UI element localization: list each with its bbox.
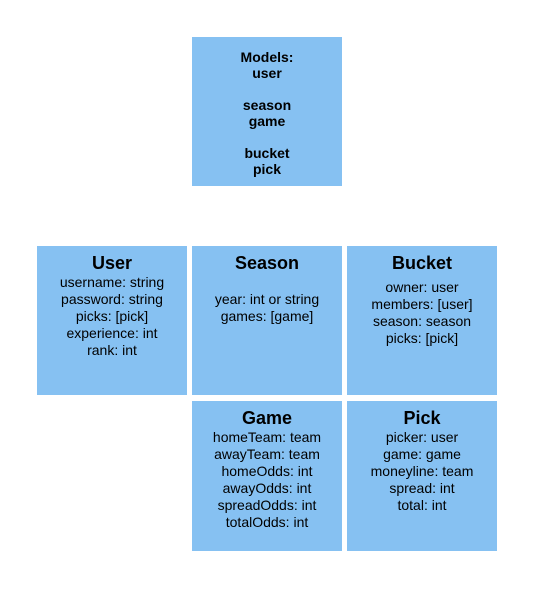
model-field: spreadOdds: int [217, 497, 317, 513]
model-title-pick: Pick [403, 408, 441, 428]
models-item-bucket: bucket [244, 145, 290, 161]
model-fields-game: homeTeam: team awayTeam: team homeOdds: … [192, 429, 342, 531]
model-field: picks: [pick] [385, 330, 459, 346]
model-field: awayOdds: int [222, 480, 312, 496]
model-field: homeOdds: int [221, 463, 313, 479]
models-item-game: game [248, 113, 286, 129]
model-title-season: Season [234, 253, 300, 273]
model-field: rank: int [87, 342, 137, 358]
model-field: totalOdds: int [225, 514, 309, 530]
model-title-bucket: Bucket [391, 253, 453, 273]
models-item-user: user [252, 65, 282, 81]
models-item-pick: pick [252, 161, 281, 177]
model-field: games: [game] [220, 308, 314, 324]
model-fields-user: username: string password: string picks:… [37, 274, 187, 359]
model-fields-pick: picker: user game: game moneyline: team … [347, 429, 497, 514]
model-fields-season: year: int or string games: [game] [192, 291, 342, 325]
model-field: members: [user] [371, 296, 473, 312]
model-field: picker: user [385, 429, 459, 445]
models-summary-box: Models: user season game bucket pick [192, 37, 342, 186]
model-card-pick: Pick picker: user game: game moneyline: … [347, 401, 497, 551]
model-field: season: season [372, 313, 472, 329]
model-field: awayTeam: team [214, 446, 320, 462]
model-card-season: Season year: int or string games: [game] [192, 246, 342, 395]
model-card-user: User username: string password: string p… [37, 246, 187, 395]
models-item-season: season [242, 97, 292, 113]
model-field: experience: int [66, 325, 158, 341]
model-field: owner: user [385, 279, 459, 295]
model-field: year: int or string [214, 291, 320, 307]
models-gap [192, 129, 342, 145]
model-card-game: Game homeTeam: team awayTeam: team homeO… [192, 401, 342, 551]
model-fields-bucket: owner: user members: [user] season: seas… [347, 279, 497, 347]
model-field: game: game [383, 446, 461, 462]
model-field: username: string [59, 274, 165, 290]
model-field: homeTeam: team [212, 429, 322, 445]
models-gap [192, 81, 342, 97]
model-title-game: Game [241, 408, 293, 428]
model-field: total: int [397, 497, 447, 513]
models-heading: Models: [240, 49, 294, 65]
model-card-bucket: Bucket owner: user members: [user] seaso… [347, 246, 497, 395]
model-field: password: string [61, 291, 163, 307]
model-field: moneyline: team [370, 463, 474, 479]
model-field: spread: int [389, 480, 455, 496]
model-title-user: User [91, 253, 133, 273]
model-field: picks: [pick] [75, 308, 149, 324]
